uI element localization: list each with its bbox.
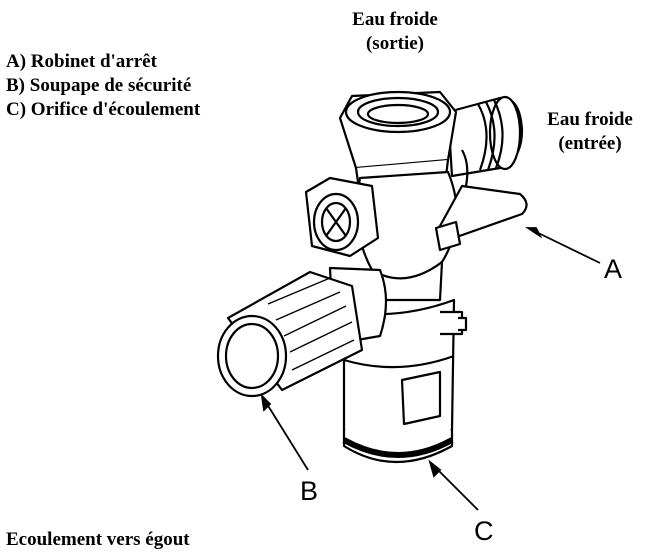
cold-water-outlet-label: Eau froide (sortie)	[320, 8, 470, 56]
drain-label: Ecoulement vers égout	[6, 529, 190, 550]
cold-in-line2: (entrée)	[558, 132, 622, 154]
cold-out-line1: Eau froide	[352, 9, 438, 30]
inlet-threaded-pipe	[446, 95, 524, 178]
callout-b: B	[300, 476, 319, 506]
leader-line-b	[261, 395, 309, 471]
cold-in-line1: Eau froide	[547, 109, 633, 130]
parts-legend: A) Robinet d'arrêt B) Soupape de sécurit…	[6, 50, 200, 121]
arrowhead-a	[525, 227, 543, 239]
callout-c: C	[474, 516, 494, 546]
legend-item-b: B) Soupape de sécurité	[6, 74, 192, 96]
legend-item-a: A) Robinet d'arrêt	[6, 51, 157, 72]
outlet-hex-nut	[338, 90, 458, 184]
cold-water-inlet-label: Eau froide (entrée)	[530, 108, 650, 156]
arrowhead-c	[428, 459, 442, 478]
arrowhead-b	[260, 393, 272, 412]
cold-out-line2: (sortie)	[365, 32, 425, 54]
leader-line-a	[527, 227, 601, 264]
legend-item-c: C) Orifice d'écoulement	[6, 98, 201, 120]
left-side-port	[304, 176, 380, 258]
callout-a: A	[604, 254, 623, 284]
safety-valve-knob	[216, 266, 388, 398]
shutoff-lever	[434, 149, 528, 252]
